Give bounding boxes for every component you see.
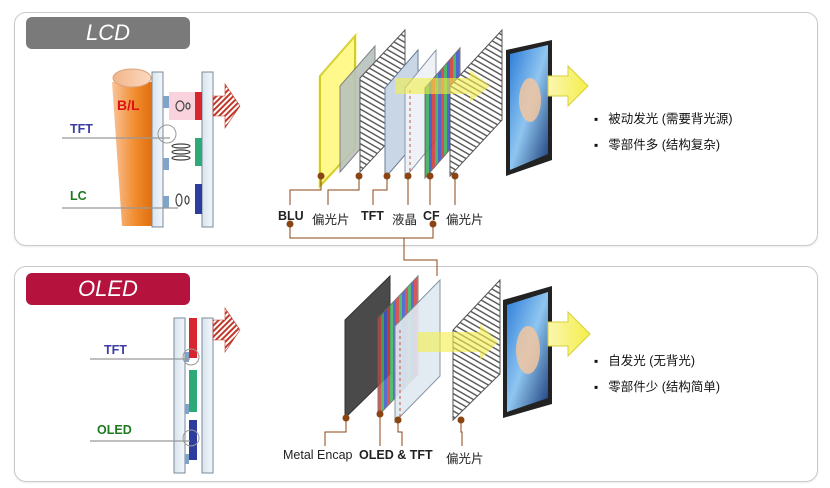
lcd-bullet-2: 零部件多 (结构复杂) [594, 134, 720, 153]
lcd-layer-polarizer-2: 偏光片 [446, 213, 484, 227]
lcd-exploded-layers [318, 28, 589, 190]
lcd-bullet-1: 被动发光 (需要背光源) [594, 108, 732, 127]
lcd-layer-polarizer-1: 偏光片 [312, 213, 350, 227]
oled-bullet-2: 零部件少 (结构简单) [594, 376, 720, 395]
oled-oled-label: OLED [97, 423, 132, 437]
oled-tft-label: TFT [104, 343, 127, 357]
oled-bullet-1: 自发光 (无背光) [594, 350, 695, 369]
lcd-tft-label: TFT [70, 122, 93, 136]
lcd-layer-cf: CF [423, 209, 440, 223]
oled-layer-polarizer: 偏光片 [446, 452, 484, 466]
lcd-bl-label: B/L [117, 97, 140, 113]
lcd-leader-lines [286, 172, 459, 276]
lcd-layer-lc: 液晶 [392, 213, 418, 227]
oled-layer-metal-encap: Metal Encap [283, 448, 353, 462]
lcd-layer-tft: TFT [361, 209, 384, 223]
lcd-layer-blu: BLU [278, 209, 304, 223]
oled-leader-lines [324, 410, 465, 446]
lcd-tag: LCD [26, 17, 190, 49]
oled-tag: OLED [26, 273, 190, 305]
oled-layer-oled-tft: OLED & TFT [359, 448, 433, 462]
lcd-lc-label: LC [70, 189, 87, 203]
oled-exploded-layers [344, 274, 591, 424]
lcd-cross-section [62, 68, 241, 228]
oled-cross-section [90, 307, 241, 474]
